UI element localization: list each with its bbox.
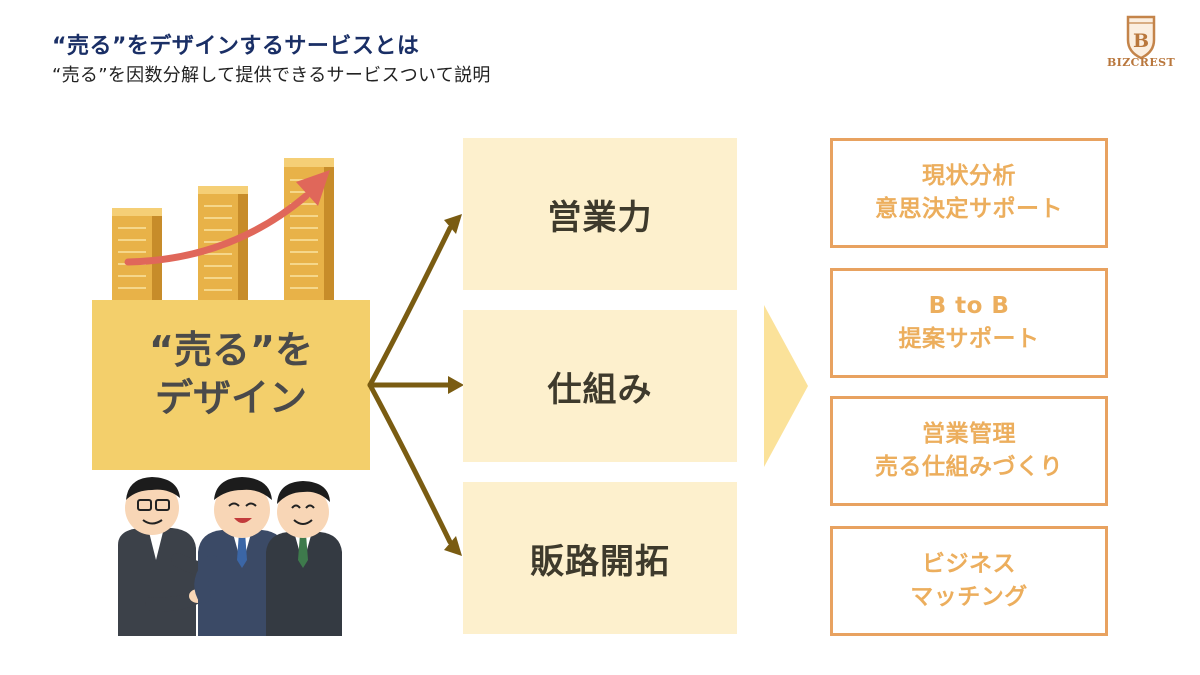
arrow-to-factor-3 xyxy=(367,382,453,545)
arrow-to-factor-1 xyxy=(367,225,453,388)
trend-arrow-icon xyxy=(124,170,330,266)
design-box-line2: デザイン xyxy=(154,376,307,420)
factor-sales-power: 営業力 xyxy=(463,138,737,290)
service-line: マッチング xyxy=(910,584,1028,610)
arrowhead-icon xyxy=(444,536,462,556)
arrowhead-icon xyxy=(448,376,464,394)
service-line: 売る仕組みづくり xyxy=(875,454,1063,480)
logo-wordmark: BIZCREST xyxy=(1106,56,1176,69)
design-box-label: “売る”を デザイン xyxy=(92,326,370,422)
design-box xyxy=(92,300,370,470)
service-line: 現状分析 xyxy=(922,163,1016,189)
service-business-matching: ビジネス マッチング xyxy=(830,526,1108,636)
factor-channel-development: 販路開拓 xyxy=(463,482,737,634)
arrowhead-icon xyxy=(444,214,462,234)
person-middle xyxy=(194,477,286,636)
page-title: “売る”をデザインするサービスとは xyxy=(52,34,420,59)
person-left xyxy=(118,477,225,636)
service-analysis-decision: 現状分析 意思決定サポート xyxy=(830,138,1108,248)
factor-mechanism: 仕組み xyxy=(463,310,737,462)
chevron-right-icon xyxy=(764,305,808,467)
service-line: 意思決定サポート xyxy=(875,196,1063,222)
service-line: 提案サポート xyxy=(898,326,1040,352)
service-sales-management: 営業管理 売る仕組みづくり xyxy=(830,396,1108,506)
chart-bar xyxy=(112,208,162,304)
chart-bar xyxy=(198,186,248,304)
service-line: 営業管理 xyxy=(922,421,1016,447)
shield-logo-icon: B xyxy=(1126,15,1156,60)
service-line: B to B xyxy=(928,293,1010,319)
design-box-line1: “売る”を xyxy=(149,328,313,372)
page-subtitle: “売る”を因数分解して提供できるサービスついて説明 xyxy=(52,65,491,86)
logo-monogram: B xyxy=(1133,30,1149,52)
person-right xyxy=(266,481,342,636)
service-line: ビジネス xyxy=(922,551,1016,577)
service-btob-proposal: B to B 提案サポート xyxy=(830,268,1108,378)
chart-bar xyxy=(284,158,334,304)
